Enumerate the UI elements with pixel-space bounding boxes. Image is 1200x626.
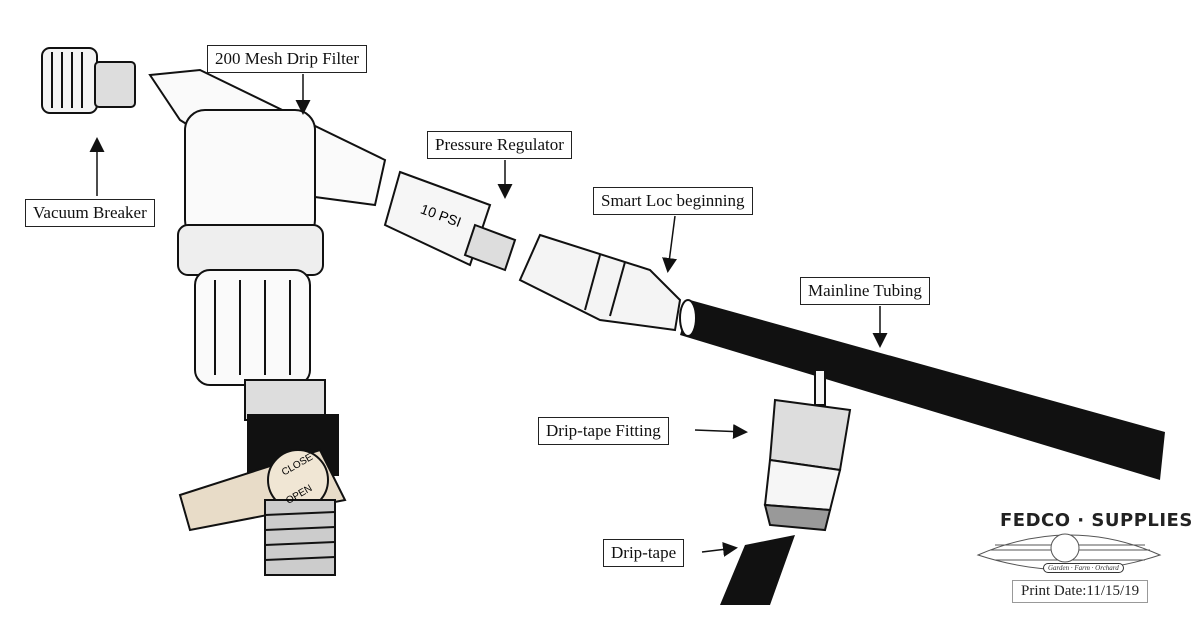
logo-title: FEDCO · SUPPLIES [1000,510,1193,531]
vacuum-breaker-part [41,47,136,114]
label-vacuum-breaker: Vacuum Breaker [25,199,155,227]
label-pressure-regulator: Pressure Regulator [427,131,572,159]
drip-tape-part [720,535,795,605]
callout-arrows [89,74,888,557]
pressure-regulator-part [383,170,517,272]
drip-tape-fitting-part [763,369,852,532]
fedco-logo-graphic [976,533,1162,571]
label-mainline-tubing: Mainline Tubing [800,277,930,305]
mesh-filter-part [148,68,387,576]
smart-loc-part [518,233,682,332]
print-date: Print Date:11/15/19 [1012,580,1149,603]
logo-tagline: Garden · Farm · Orchard [1043,563,1124,573]
label-drip-tape: Drip-tape [603,539,685,567]
label-mesh-filter: 200 Mesh Drip Filter [207,45,368,73]
mainline-tubing-part [680,300,1165,480]
label-smart-loc: Smart Loc beginning [593,187,753,215]
label-drip-tape-fitting: Drip-tape Fitting [538,417,669,445]
